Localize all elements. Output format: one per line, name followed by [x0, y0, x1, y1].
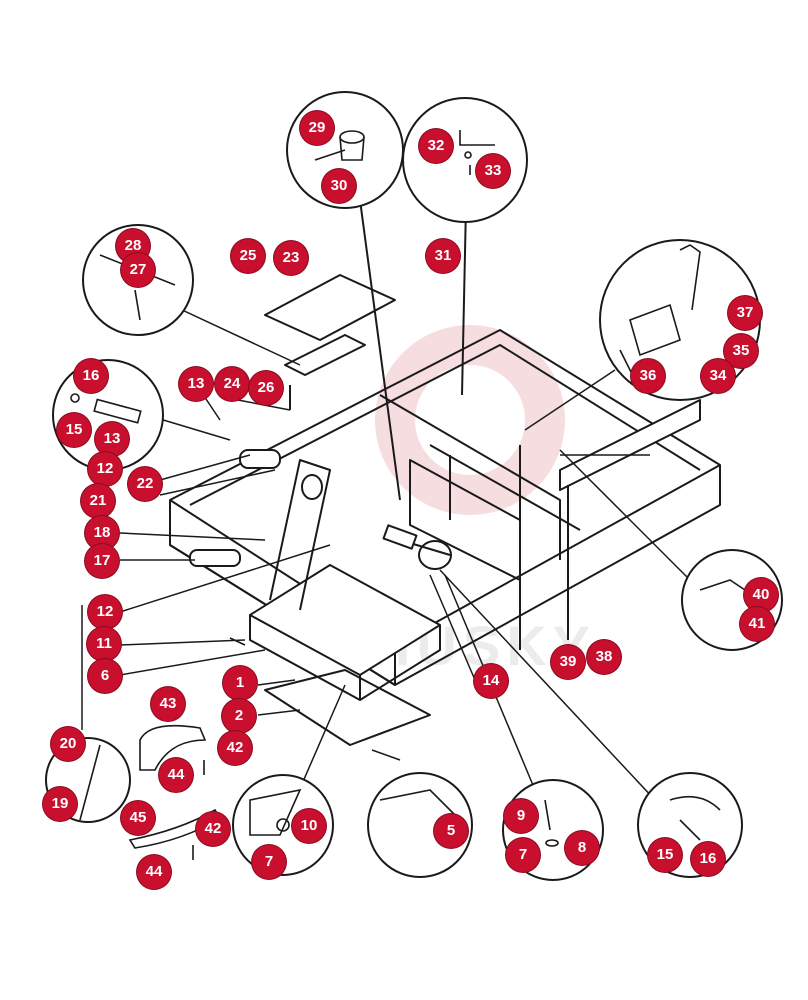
callout-36: 36: [631, 359, 665, 393]
callout-35: 35: [724, 334, 758, 368]
callout-7: 7: [506, 838, 540, 872]
callout-16: 16: [74, 359, 108, 393]
callout-13: 13: [179, 367, 213, 401]
callout-44: 44: [137, 855, 171, 889]
callout-33: 33: [476, 154, 510, 188]
callout-9: 9: [504, 799, 538, 833]
callout-43: 43: [151, 687, 185, 721]
detail-circle-5: [367, 772, 473, 878]
callout-25: 25: [231, 239, 265, 273]
diamond-plate: [264, 274, 396, 341]
callout-6: 6: [88, 659, 122, 693]
drive-pulley: [418, 540, 452, 570]
callout-14: 14: [474, 664, 508, 698]
callout-42: 42: [196, 812, 230, 846]
callout-15: 15: [57, 413, 91, 447]
callout-20: 20: [51, 727, 85, 761]
callout-32: 32: [419, 129, 453, 163]
callout-38: 38: [587, 640, 621, 674]
callout-21: 21: [81, 484, 115, 518]
callout-13: 13: [95, 422, 129, 456]
callout-34: 34: [701, 359, 735, 393]
callout-15: 15: [648, 838, 682, 872]
callout-11: 11: [87, 627, 121, 661]
callout-10: 10: [292, 809, 326, 843]
callout-7: 7: [252, 845, 286, 879]
callout-41: 41: [740, 607, 774, 641]
callout-8: 8: [565, 831, 599, 865]
callout-37: 37: [728, 296, 762, 330]
callout-16: 16: [691, 842, 725, 876]
callout-30: 30: [322, 169, 356, 203]
callout-31: 31: [426, 239, 460, 273]
detail-circle-top-right: [402, 97, 528, 223]
callout-24: 24: [215, 367, 249, 401]
callout-23: 23: [274, 241, 308, 275]
part-43-bracket: [139, 724, 207, 771]
callout-39: 39: [551, 645, 585, 679]
callout-1: 1: [223, 666, 257, 700]
callout-40: 40: [744, 578, 778, 612]
callout-22: 22: [128, 467, 162, 501]
callout-5: 5: [434, 814, 468, 848]
callout-44: 44: [159, 758, 193, 792]
callout-17: 17: [85, 544, 119, 578]
callout-12: 12: [88, 452, 122, 486]
floor-plate: [264, 669, 431, 746]
callout-42: 42: [218, 731, 252, 765]
frame-assembly: [169, 199, 721, 746]
callout-27: 27: [121, 253, 155, 287]
callout-19: 19: [43, 787, 77, 821]
callout-45: 45: [121, 801, 155, 835]
callout-26: 26: [249, 371, 283, 405]
callout-29: 29: [300, 111, 334, 145]
callout-2: 2: [222, 699, 256, 733]
callout-12: 12: [88, 595, 122, 629]
